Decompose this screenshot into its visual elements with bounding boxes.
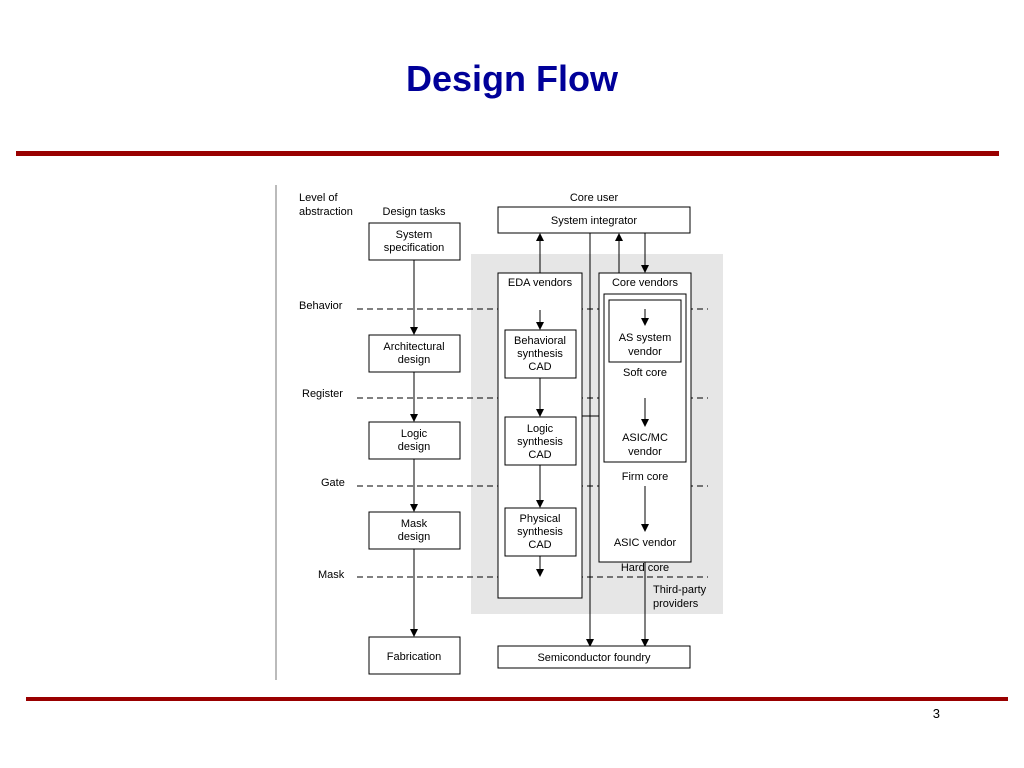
eda-logic-line3: CAD — [528, 449, 551, 461]
level-label-mask: Mask — [318, 569, 345, 581]
task-architectural-design: Architectural design — [368, 334, 461, 373]
header-level-of-abstraction-2: abstraction — [299, 206, 353, 218]
task-fabrication-label: Fabrication — [387, 651, 441, 663]
semiconductor-foundry-label: Semiconductor foundry — [537, 652, 651, 664]
system-integrator-label: System integrator — [551, 215, 638, 227]
eda-behavioral-synthesis-box: Behavioral synthesis CAD — [504, 329, 577, 379]
task-mask-design-line2: design — [398, 531, 430, 543]
task-system-specification: System specification — [368, 222, 461, 261]
soft-core-label: Soft core — [623, 367, 667, 379]
task-architectural-design-line2: design — [398, 354, 430, 366]
asic-mc-vendor-line1: ASIC/MC — [622, 432, 668, 444]
bottom-divider — [26, 697, 1008, 701]
eda-logic-line2: synthesis — [517, 436, 563, 448]
top-divider — [16, 151, 999, 156]
system-integrator-box: System integrator — [497, 206, 691, 234]
task-logic-design-line1: Logic — [401, 428, 428, 440]
eda-physical-line2: synthesis — [517, 526, 563, 538]
task-mask-design: Mask design — [368, 511, 461, 550]
semiconductor-foundry-box: Semiconductor foundry — [497, 645, 691, 669]
eda-logic-line1: Logic — [527, 423, 554, 435]
as-system-vendor-line2: vendor — [628, 346, 662, 358]
eda-physical-line3: CAD — [528, 539, 551, 551]
task-fabrication: Fabrication — [368, 636, 461, 675]
task-mask-design-line1: Mask — [401, 518, 428, 530]
core-vendors-inner-frame — [603, 293, 687, 463]
eda-behavioral-line3: CAD — [528, 361, 551, 373]
task-architectural-design-line1: Architectural — [383, 341, 444, 353]
header-design-tasks: Design tasks — [383, 206, 446, 218]
level-label-register: Register — [302, 388, 343, 400]
asic-mc-vendor-line2: vendor — [628, 446, 662, 458]
task-logic-design-line2: design — [398, 441, 430, 453]
task-system-specification-line1: System — [396, 229, 433, 241]
page-number: 3 — [932, 706, 940, 721]
asic-vendor-label: ASIC vendor — [614, 537, 677, 549]
as-system-vendor-line1: AS system — [619, 332, 672, 344]
core-vendors-label: Core vendors — [612, 277, 679, 289]
level-label-behavior: Behavior — [299, 300, 343, 312]
task-system-specification-line2: specification — [384, 242, 445, 254]
slide-title: Design Flow — [405, 58, 618, 99]
firm-core-label: Firm core — [622, 471, 668, 483]
eda-physical-line1: Physical — [520, 513, 561, 525]
header-core-user: Core user — [570, 192, 619, 204]
eda-physical-synthesis-box: Physical synthesis CAD — [504, 507, 577, 557]
eda-behavioral-line2: synthesis — [517, 348, 563, 360]
header-level-of-abstraction-1: Level of — [299, 192, 338, 204]
level-label-gate: Gate — [321, 477, 345, 489]
eda-behavioral-line1: Behavioral — [514, 335, 566, 347]
task-logic-design: Logic design — [368, 421, 461, 460]
third-party-line2: providers — [653, 598, 699, 610]
eda-vendors-label: EDA vendors — [508, 277, 573, 289]
third-party-line1: Third-party — [653, 584, 707, 596]
eda-logic-synthesis-box: Logic synthesis CAD — [504, 416, 577, 466]
